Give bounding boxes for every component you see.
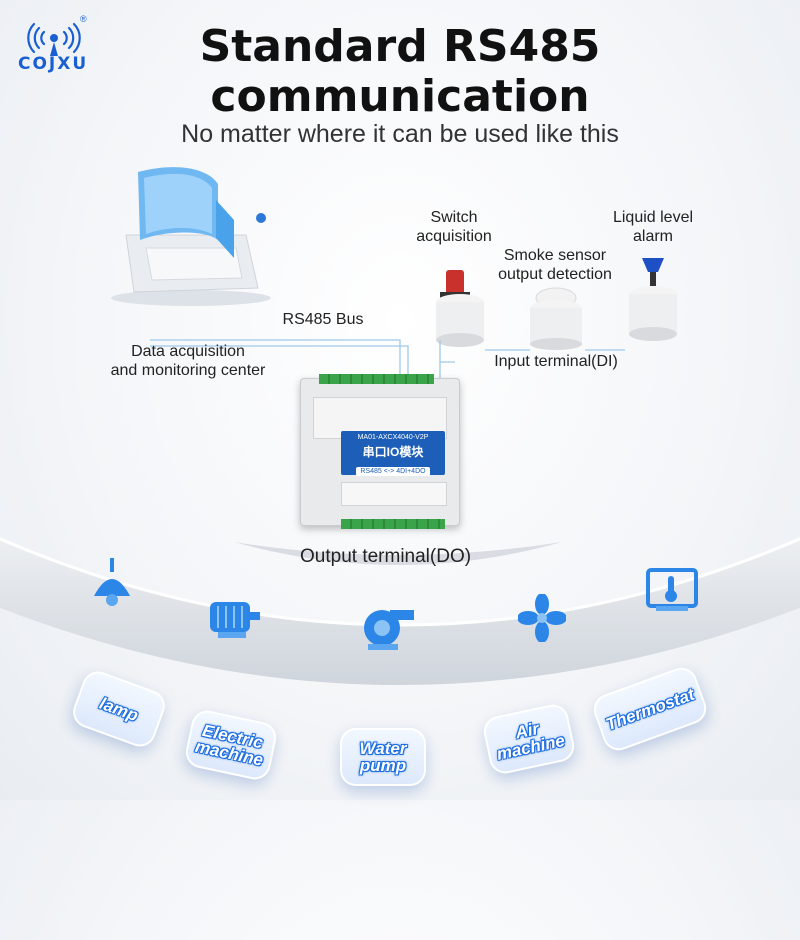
- bubble-label: Water: [359, 739, 407, 758]
- io-module-device: MA01-AXCX4040-V2P 串口IO模块 RS485 <-> 4DI+4…: [300, 374, 460, 529]
- title-line-2: communication: [210, 71, 590, 122]
- label-line: and monitoring center: [110, 362, 266, 379]
- module-name: 串口IO模块: [362, 445, 424, 459]
- brand-name: COJXU: [18, 54, 89, 74]
- title-line-1: Standard RS485: [199, 21, 601, 72]
- smoke-sensor-label: Smoke sensor output detection: [480, 246, 630, 284]
- application-arc: [0, 537, 800, 685]
- module-base-arc: [234, 542, 562, 565]
- lamp-icon: [94, 558, 130, 606]
- wireless-signal-icon: [27, 22, 81, 56]
- bubble-label: lamp: [97, 693, 141, 725]
- label-line: Liquid level: [612, 209, 694, 226]
- switch-acquisition-label: Switch acquisition: [402, 208, 506, 246]
- label-line: output detection: [498, 266, 612, 283]
- label-line: Smoke sensor: [503, 247, 607, 264]
- input-terminal-block: [319, 374, 434, 384]
- input-terminal-label: Input terminal(DI): [494, 353, 618, 370]
- output-terminal-label: Output terminal(DO): [300, 546, 472, 567]
- thermostat-icon: [646, 568, 698, 611]
- smoke-sensor-icon: [530, 287, 582, 350]
- bubble-label: Thermostat: [603, 684, 697, 734]
- output-terminal-block: [341, 519, 445, 529]
- app-bubble-water-pump: Water pump: [340, 728, 426, 786]
- motor-icon: [210, 602, 260, 638]
- monitoring-center-label: Data acquisition and monitoring center: [88, 342, 288, 380]
- monitoring-center-illustration: [111, 167, 271, 306]
- label-line: Switch: [430, 209, 478, 226]
- liquid-level-sensor-icon: [629, 258, 677, 341]
- page-subtitle: No matter where it can be used like this: [181, 120, 619, 148]
- fan-icon: [518, 594, 566, 642]
- module-io: RS485 <-> 4DI+4DO: [356, 467, 430, 476]
- label-line: Data acquisition: [131, 343, 245, 360]
- liquid-level-alarm-label: Liquid level alarm: [598, 208, 708, 246]
- brand-logo: ® COJXU: [14, 14, 104, 76]
- switch-sensor-icon: [436, 270, 484, 347]
- registered-mark: ®: [80, 14, 87, 24]
- module-label: MA01-AXCX4040-V2P 串口IO模块 RS485 <-> 4DI+4…: [341, 431, 445, 476]
- page-title: Standard RS485 communication: [0, 22, 800, 122]
- bubble-label: pump: [359, 756, 407, 775]
- rs485-bus-label: RS485 Bus: [282, 311, 364, 328]
- pump-icon: [364, 610, 414, 650]
- label-line: acquisition: [416, 228, 492, 245]
- label-line: alarm: [632, 228, 673, 245]
- output-relay-panel: [341, 482, 447, 506]
- module-model: MA01-AXCX4040-V2P: [357, 434, 429, 441]
